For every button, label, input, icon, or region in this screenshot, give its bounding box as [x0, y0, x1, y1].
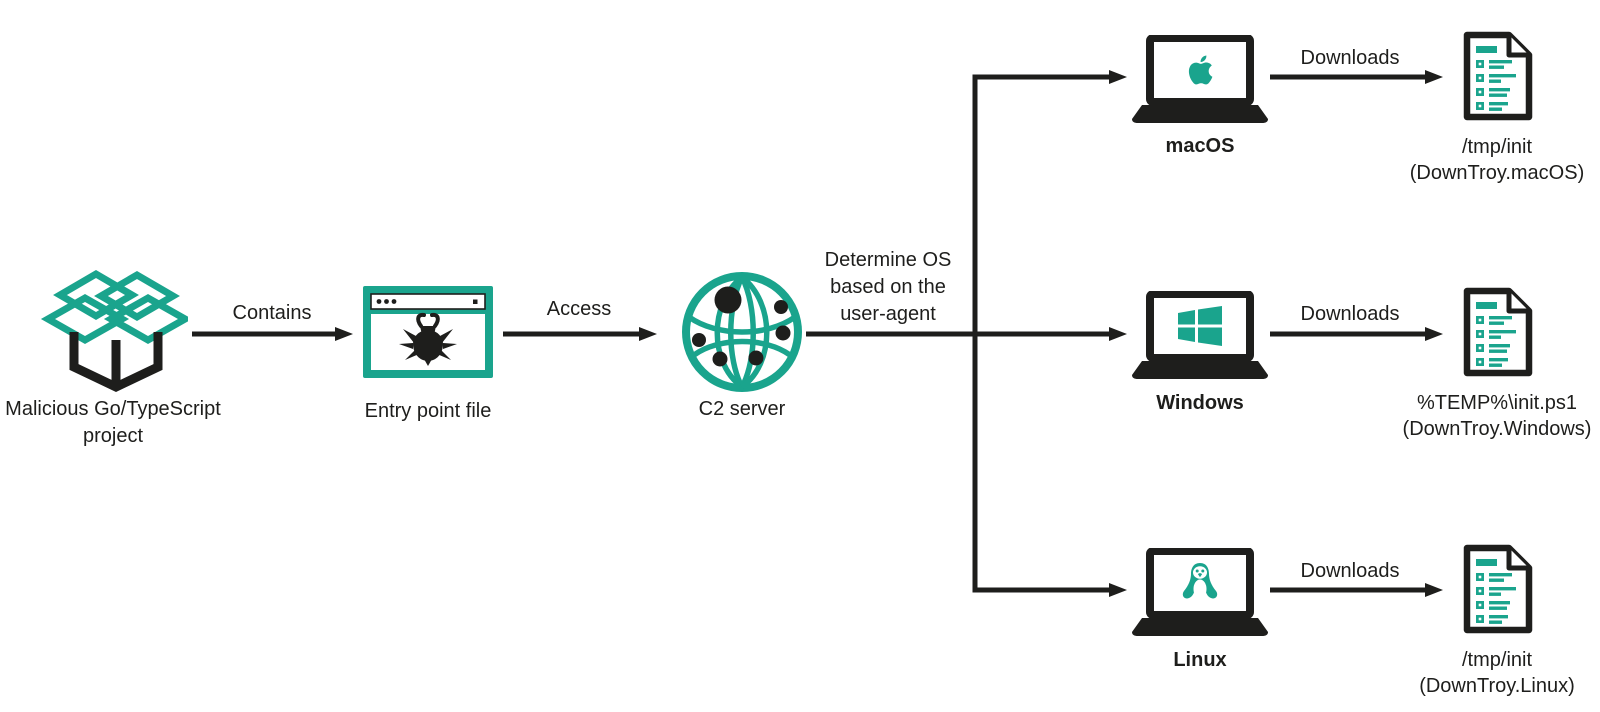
determine-os-line1: Determine OS: [824, 249, 952, 271]
globe-network-icon: [682, 272, 802, 392]
project-label-line2: project: [82, 425, 144, 447]
file-label-macos-line2: (DownTroy.macOS): [1409, 162, 1585, 184]
downloads-label-windows: Downloads: [1300, 303, 1400, 325]
file-label-windows: %TEMP%\init.ps1 (DownTroy.Windows): [1387, 390, 1600, 442]
open-box-icon: [40, 269, 188, 392]
os-label-macos: macOS: [1165, 135, 1235, 157]
document-icon-macos: [1463, 31, 1533, 121]
document-icon-windows: [1463, 287, 1533, 377]
document-icon-linux: [1463, 544, 1533, 634]
file-label-windows-line1: %TEMP%\init.ps1: [1416, 392, 1578, 414]
file-label-linux-line2: (DownTroy.Linux): [1419, 675, 1575, 697]
file-label-linux: /tmp/init (DownTroy.Linux): [1387, 647, 1600, 699]
project-label: Malicious Go/TypeScript project: [3, 396, 223, 450]
entry-point-label: Entry point file: [364, 400, 492, 422]
os-label-linux: Linux: [1173, 649, 1227, 671]
windows-logo-icon: [1178, 306, 1222, 346]
network-nodes: [692, 286, 791, 367]
determine-os-line2: based on the: [830, 276, 946, 298]
contains-edge-label: Contains: [232, 302, 312, 324]
bug-glyph: [399, 326, 457, 366]
determine-os-edge-label: Determine OS based on the user-agent: [778, 247, 998, 328]
determine-os-line3: user-agent: [840, 303, 936, 325]
access-edge-label: Access: [546, 298, 612, 320]
laptop-macos-icon: [1132, 35, 1268, 123]
laptop-windows-icon: [1132, 291, 1268, 379]
c2-server-label: C2 server: [698, 398, 786, 420]
browser-bug-icon: [363, 286, 493, 378]
linux-penguin-icon: [1182, 563, 1218, 599]
file-label-macos-line1: /tmp/init: [1461, 136, 1533, 158]
apple-logo-icon: [1188, 55, 1213, 85]
project-label-line1: Malicious Go/TypeScript: [5, 398, 221, 420]
os-label-windows: Windows: [1156, 392, 1244, 414]
downloads-label-linux: Downloads: [1300, 560, 1400, 582]
file-label-macos: /tmp/init (DownTroy.macOS): [1387, 134, 1600, 186]
file-label-linux-line1: /tmp/init: [1461, 649, 1533, 671]
file-label-windows-line2: (DownTroy.Windows): [1402, 418, 1592, 440]
arrow-branch-down-linux: [972, 334, 1127, 597]
downloads-label-macos: Downloads: [1300, 47, 1400, 69]
laptop-linux-icon: [1132, 548, 1268, 636]
